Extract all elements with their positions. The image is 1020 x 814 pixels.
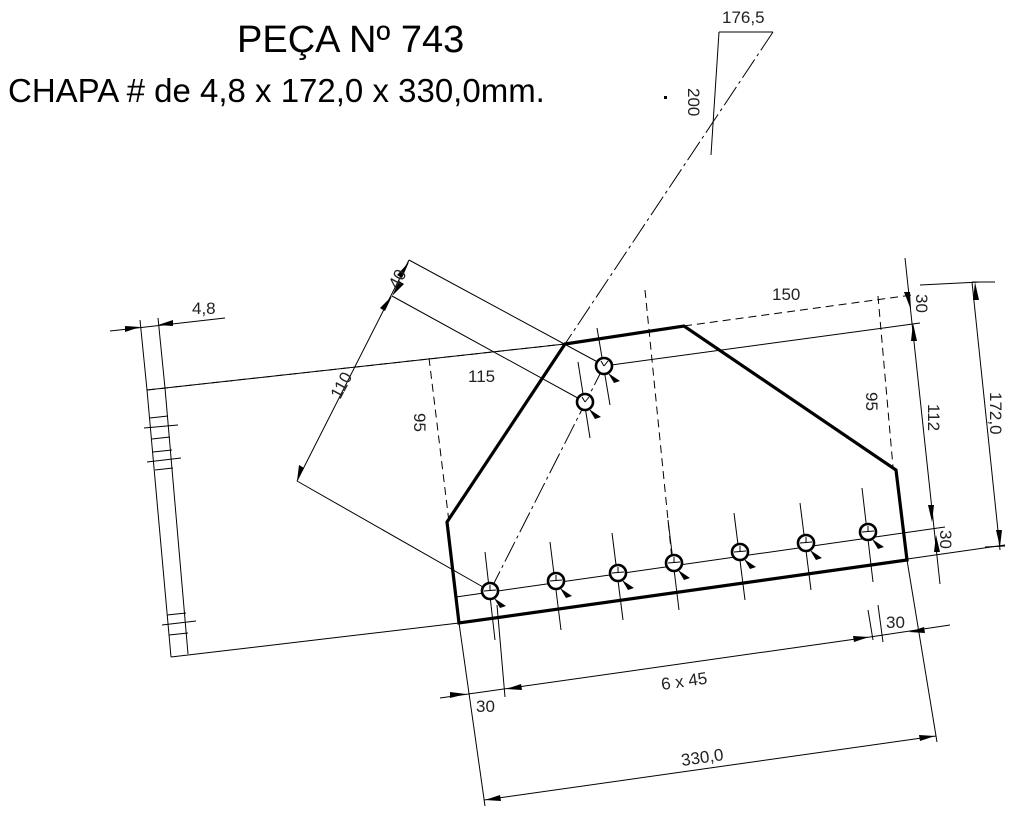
dim-mid-112: 112 — [924, 404, 943, 431]
reference-lines: 115 95 150 95 — [146, 285, 1006, 624]
dim-right-edge-30: 30 — [886, 613, 905, 632]
angle-reference-triangle: 176,5 200 — [564, 8, 774, 345]
hole-3 — [608, 532, 634, 621]
hole-4 — [664, 519, 690, 611]
hole-angled-2 — [594, 327, 620, 406]
dim-top-150: 150 — [772, 285, 800, 304]
hole-angled-1 — [575, 361, 601, 439]
dim-angle-176-5: 176,5 — [722, 8, 765, 27]
dim-top-margin-30: 30 — [912, 294, 931, 313]
height-dimensions: 30 112 172,0 30 — [904, 257, 1006, 585]
length-dimensions: 6 x 45 30 30 330,0 — [439, 559, 951, 807]
dim-right-95: 95 — [862, 392, 881, 411]
hole-1 — [480, 551, 506, 641]
dim-chamfer-115: 115 — [468, 367, 495, 386]
bottom-hole-row — [480, 487, 884, 641]
dim-angle-200: 200 — [684, 88, 703, 116]
angled-hole-dimensions: 40 110 — [296, 259, 606, 592]
angled-hole-pair — [575, 327, 620, 439]
dim-offset-110: 110 — [327, 369, 357, 402]
dim-length-total: 330,0 — [680, 745, 725, 770]
hole-6 — [796, 502, 822, 591]
hole-2 — [546, 541, 572, 631]
part-outline — [445, 324, 909, 625]
dim-left-95: 95 — [410, 413, 429, 432]
dim-offset-40: 40 — [385, 266, 411, 292]
plate-spec: CHAPA # de 4,8 x 172,0 x 330,0mm. — [8, 72, 545, 109]
dim-bottom-margin-30: 30 — [936, 530, 955, 549]
hole-7 — [858, 487, 884, 583]
dim-left-edge-30: 30 — [476, 697, 495, 716]
dim-height-total: 172,0 — [986, 392, 1005, 435]
dim-thickness: 4,8 — [192, 299, 216, 318]
side-view: 4,8 — [109, 299, 566, 658]
hole-5 — [730, 512, 756, 601]
dim-hole-pitch: 6 x 45 — [660, 669, 709, 694]
part-title: PEÇA Nº 743 — [237, 19, 464, 61]
